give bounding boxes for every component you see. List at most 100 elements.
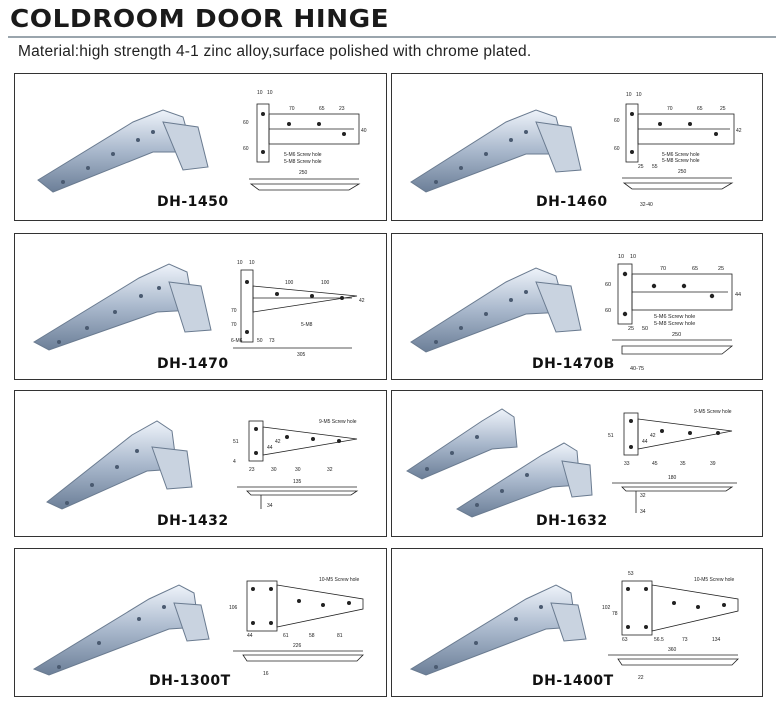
dim-label: 50 — [642, 326, 648, 332]
product-card-dh-1300t: 10-M5 Screw hole 106 44 61 58 81 226 16 … — [14, 548, 387, 697]
dim-label: 45 — [652, 461, 658, 467]
dim-label: 30 — [271, 467, 277, 473]
dim-label: 60 — [605, 282, 611, 288]
dim-label: 250 — [299, 170, 308, 176]
dim-label: 73 — [682, 637, 688, 643]
dim-label: 10 — [267, 90, 273, 96]
technical-drawing: 9-M5 Screw hole 51 44 42 33 45 35 39 180… — [608, 409, 737, 515]
dim-label: 5-M8 — [301, 322, 313, 328]
dim-label: 134 — [712, 637, 721, 643]
dim-label: 180 — [668, 475, 677, 481]
dim-label: 35 — [680, 461, 686, 467]
hinge-photo — [32, 584, 210, 676]
hinge-photo — [409, 584, 587, 676]
model-number: DH-1470B — [532, 356, 615, 372]
model-number: DH-1460 — [536, 194, 608, 210]
dim-label: 25 — [628, 326, 634, 332]
dim-label: 34 — [640, 509, 646, 515]
dim-label: 250 — [672, 332, 681, 338]
technical-drawing: 10 10 70 65 23 40 60 60 250 5-M6 Screw h… — [243, 90, 367, 191]
dim-label: 10-M5 Screw hole — [319, 577, 360, 583]
dim-label: 10 — [257, 90, 263, 96]
hinge-photo — [46, 420, 193, 510]
dim-label: 10 — [237, 260, 243, 266]
dim-label: 10 — [636, 92, 642, 98]
dim-label: 42 — [275, 439, 281, 445]
product-card-dh-1470: 10 10 100 100 70 42 50 73 305 5-M8 6-M6 … — [14, 233, 387, 380]
dim-label: 70 — [289, 106, 295, 112]
product-card-dh-1470b: 10 10 70 65 25 60 60 44 25 50 250 5-M6 S… — [391, 233, 763, 380]
dim-label: 44 — [267, 445, 273, 451]
dim-label: 53 — [628, 571, 634, 577]
dim-label: 32 — [640, 493, 646, 499]
dim-label: 10 — [630, 254, 636, 260]
technical-drawing: 10-M5 Screw hole 106 44 61 58 81 226 16 — [229, 577, 364, 677]
dim-label: 60 — [614, 118, 620, 124]
dim-label: 65 — [692, 266, 698, 272]
hinge-photo — [32, 263, 212, 351]
dim-label: 9-M5 Screw hole — [319, 419, 357, 425]
dim-label: 40 — [361, 128, 367, 134]
model-number: DH-1400T — [532, 673, 614, 689]
dim-label: 4 — [233, 459, 236, 465]
hinge-photo — [406, 408, 593, 518]
dim-label: 135 — [293, 479, 302, 485]
dim-label: 5-M8 Screw hole — [284, 159, 322, 165]
dim-label: 78 — [612, 611, 618, 617]
dim-label: 70 — [231, 322, 237, 328]
dim-label: 6-M6 — [231, 338, 243, 344]
model-number: DH-1432 — [157, 513, 229, 529]
dim-label: 65 — [697, 106, 703, 112]
technical-drawing: 10 10 70 65 25 60 60 42 25 55 250 5-M6 S… — [614, 92, 742, 208]
dim-label: 10 — [626, 92, 632, 98]
dim-label: 55 — [652, 164, 658, 170]
product-card-dh-1450: 10 10 70 65 23 40 60 60 250 5-M6 Screw h… — [14, 73, 387, 221]
dim-label: 10 — [249, 260, 255, 266]
dim-label: 73 — [269, 338, 275, 344]
dim-label: 61 — [283, 633, 289, 639]
dim-label: 51 — [608, 433, 614, 439]
dim-label: 56.5 — [654, 637, 664, 643]
dim-label: 70 — [231, 308, 237, 314]
dim-label: 32-40 — [640, 202, 653, 208]
dim-label: 51 — [233, 439, 239, 445]
technical-drawing: 10 10 100 100 70 42 50 73 305 5-M8 6-M6 … — [231, 260, 365, 358]
title-divider — [8, 36, 776, 38]
dim-label: 9-M5 Screw hole — [694, 409, 732, 415]
dim-label: 42 — [359, 298, 365, 304]
dim-label: 63 — [622, 637, 628, 643]
dim-label: 34 — [267, 503, 273, 509]
model-number: DH-1470 — [157, 356, 229, 372]
dim-label: 10 — [618, 254, 624, 260]
material-description: Material:high strength 4-1 zinc alloy,su… — [18, 43, 532, 60]
dim-label: 70 — [660, 266, 666, 272]
dim-label: 226 — [293, 643, 302, 649]
dim-label: 70 — [667, 106, 673, 112]
dim-label: 16 — [263, 671, 269, 677]
page-title: COLDROOM DOOR HINGE — [10, 4, 390, 33]
dim-label: 44 — [247, 633, 253, 639]
model-number: DH-1450 — [157, 194, 229, 210]
dim-label: 22 — [638, 675, 644, 681]
dim-label: 5-M6 Screw hole — [654, 314, 695, 320]
dim-label: 23 — [339, 106, 345, 112]
dim-label: 60 — [243, 120, 249, 126]
dim-label: 42 — [650, 433, 656, 439]
dim-label: 39 — [710, 461, 716, 467]
dim-label: 42 — [736, 128, 742, 134]
dim-label: 60 — [614, 146, 620, 152]
dim-label: 25 — [720, 106, 726, 112]
dim-label: 40-75 — [630, 366, 644, 372]
product-card-dh-1432: 9-M5 Screw hole 51 42 44 23 30 30 32 135… — [14, 390, 387, 537]
model-number: DH-1300T — [149, 673, 231, 689]
dim-label: 58 — [309, 633, 315, 639]
technical-drawing: 9-M5 Screw hole 51 42 44 23 30 30 32 135… — [233, 419, 359, 509]
dim-label: 33 — [624, 461, 630, 467]
dim-label: 100 — [321, 280, 330, 286]
dim-label: 44 — [642, 439, 648, 445]
dim-label: 250 — [678, 169, 687, 175]
dim-label: 100 — [285, 280, 294, 286]
dim-label: 30 — [295, 467, 301, 473]
dim-label: 60 — [243, 146, 249, 152]
dim-label: 44 — [735, 292, 741, 298]
